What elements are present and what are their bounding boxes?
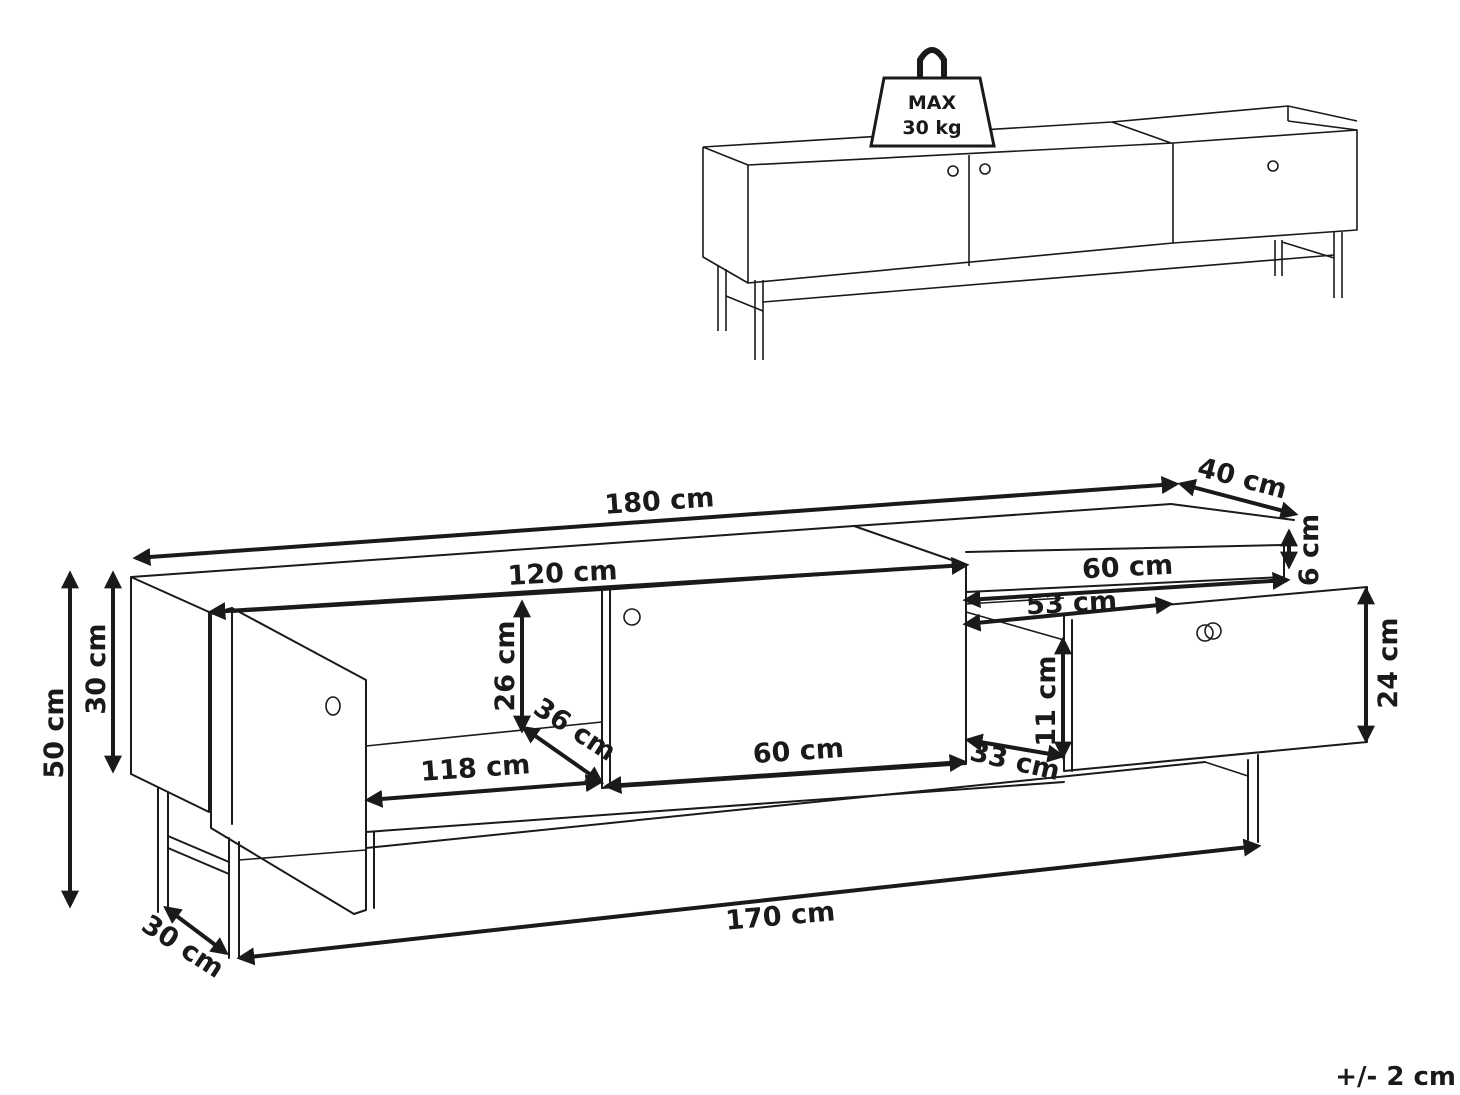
- dim-arrow-drawer-front-width: [962, 596, 1174, 632]
- max-weight-badge: MAX 30 kg: [869, 47, 996, 148]
- label-drawer-front-width: 53 cm: [1025, 586, 1118, 622]
- label-total-width: 180 cm: [604, 482, 716, 521]
- dim-arrow-total-width: [132, 476, 1180, 566]
- label-open-width: 120 cm: [507, 555, 618, 592]
- dim-arrow-shelf-middle: [603, 753, 968, 795]
- label-shelf-middle: 60 cm: [752, 733, 845, 770]
- tolerance-note: +/- 2 cm: [1335, 1062, 1456, 1092]
- label-drawer-inner-height: 11 cm: [1031, 655, 1062, 746]
- weight-limit-label: 30 kg: [902, 117, 961, 139]
- dim-arrow-compartment-depth: [521, 725, 604, 785]
- label-depth: 40 cm: [1194, 452, 1290, 506]
- label-shelf-left: 118 cm: [420, 749, 532, 788]
- label-drawer-front-height: 24 cm: [1373, 617, 1404, 708]
- label-body-height: 30 cm: [81, 623, 112, 714]
- dim-arrow-leg-depth: [163, 905, 229, 956]
- dimension-arrows: [61, 476, 1375, 966]
- label-total-height: 50 cm: [39, 687, 70, 778]
- dim-arrow-open-width: [207, 556, 970, 621]
- label-compartment-depth: 36 cm: [528, 692, 621, 768]
- dim-arrow-shelf-left: [364, 774, 604, 808]
- cabinet-outline: [130, 503, 1368, 959]
- max-label: MAX: [908, 92, 957, 114]
- dim-arrow-leg-span: [236, 838, 1262, 966]
- dim-arrow-drawer-depth: [964, 733, 1066, 763]
- label-drawer-inner-width: 60 cm: [1081, 550, 1174, 586]
- overview-illustration: [702, 105, 1358, 360]
- label-compartment-height: 26 cm: [490, 620, 521, 711]
- dim-arrow-depth: [1177, 478, 1299, 520]
- label-rail-height: 6 cm: [1294, 514, 1325, 586]
